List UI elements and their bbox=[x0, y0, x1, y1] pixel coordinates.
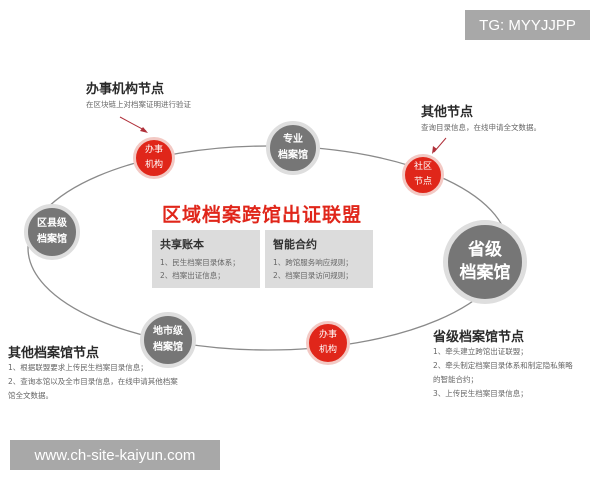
smart-contract-box: 智能合约 1、跨馆服务响应规则； 2、档案目录访问规则； bbox=[265, 230, 373, 288]
provincial-node-title: 省级档案馆节点 bbox=[433, 330, 525, 345]
provincial-archive-node[interactable]: 省级 档案馆 bbox=[443, 220, 527, 304]
node-text: 办事 bbox=[318, 330, 337, 340]
node-text: 档案馆 bbox=[278, 150, 308, 161]
node-text: 档案馆 bbox=[153, 342, 183, 353]
office-node-title: 办事机构节点 bbox=[86, 82, 165, 97]
list-item: 2、查询本馆以及全市目录信息，在线申请其他档案 bbox=[8, 377, 178, 386]
node-text: 节点 bbox=[413, 177, 432, 187]
node-text: 办事 bbox=[144, 145, 163, 155]
other-archives-title: 其他档案馆节点 bbox=[8, 346, 100, 361]
box-title: 共享账本 bbox=[160, 238, 204, 251]
node-text: 机构 bbox=[144, 160, 163, 170]
county-archive-node[interactable]: 区县级 档案馆 bbox=[24, 204, 80, 260]
box-title: 智能合约 bbox=[273, 238, 317, 251]
watermark-top: TG: MYYJJPP bbox=[465, 10, 590, 40]
city-archive-node[interactable]: 地市级 档案馆 bbox=[140, 312, 196, 368]
node-text: 地市级 bbox=[153, 326, 183, 337]
office-node-bottom[interactable]: 办事 机构 bbox=[306, 321, 350, 365]
node-text: 区县级 bbox=[37, 218, 67, 229]
box-item: 1、民生档案目录体系； bbox=[160, 258, 240, 267]
other-node-desc: 查询目录信息，在线申请全文数据。 bbox=[421, 123, 541, 132]
box-item: 2、档案出证信息； bbox=[160, 271, 225, 280]
node-text: 社区 bbox=[413, 162, 432, 172]
watermark-bottom: www.ch-site-kaiyun.com bbox=[10, 440, 220, 470]
box-item: 2、档案目录访问规则； bbox=[273, 271, 353, 280]
community-node[interactable]: 社区 节点 bbox=[402, 154, 444, 196]
shared-ledger-box: 共享账本 1、民生档案目录体系； 2、档案出证信息； bbox=[152, 230, 260, 288]
node-text: 省级 bbox=[468, 240, 502, 260]
node-text: 档案馆 bbox=[459, 263, 511, 283]
box-item: 1、跨馆服务响应规则； bbox=[273, 258, 353, 267]
office-node-top[interactable]: 办事 机构 bbox=[133, 137, 175, 179]
list-item: 馆全文数据。 bbox=[8, 391, 53, 400]
provincial-node-list: 1、牵头建立跨馆出证联盟； 2、牵头制定档案目录体系和制定隐私策略 的智能合约；… bbox=[433, 345, 573, 401]
other-archives-list: 1、根据联盟要求上传民生档案目录信息； 2、查询本馆以及全市目录信息，在线申请其… bbox=[8, 361, 178, 403]
node-text: 专业 bbox=[283, 134, 303, 145]
specialized-archive-node[interactable]: 专业 档案馆 bbox=[266, 121, 320, 175]
list-item: 1、根据联盟要求上传民生档案目录信息； bbox=[8, 363, 148, 372]
list-item: 2、牵头制定档案目录体系和制定隐私策略 bbox=[433, 361, 573, 370]
list-item: 的智能合约； bbox=[433, 375, 478, 384]
list-item: 3、上传民生档案目录信息； bbox=[433, 389, 528, 398]
node-text: 机构 bbox=[318, 345, 337, 355]
office-node-desc: 在区块链上对档案证明进行验证 bbox=[86, 100, 191, 109]
node-text: 档案馆 bbox=[37, 234, 67, 245]
list-item: 1、牵头建立跨馆出证联盟； bbox=[433, 347, 528, 356]
main-title: 区域档案跨馆出证联盟 bbox=[162, 204, 363, 226]
other-node-title: 其他节点 bbox=[421, 105, 474, 120]
